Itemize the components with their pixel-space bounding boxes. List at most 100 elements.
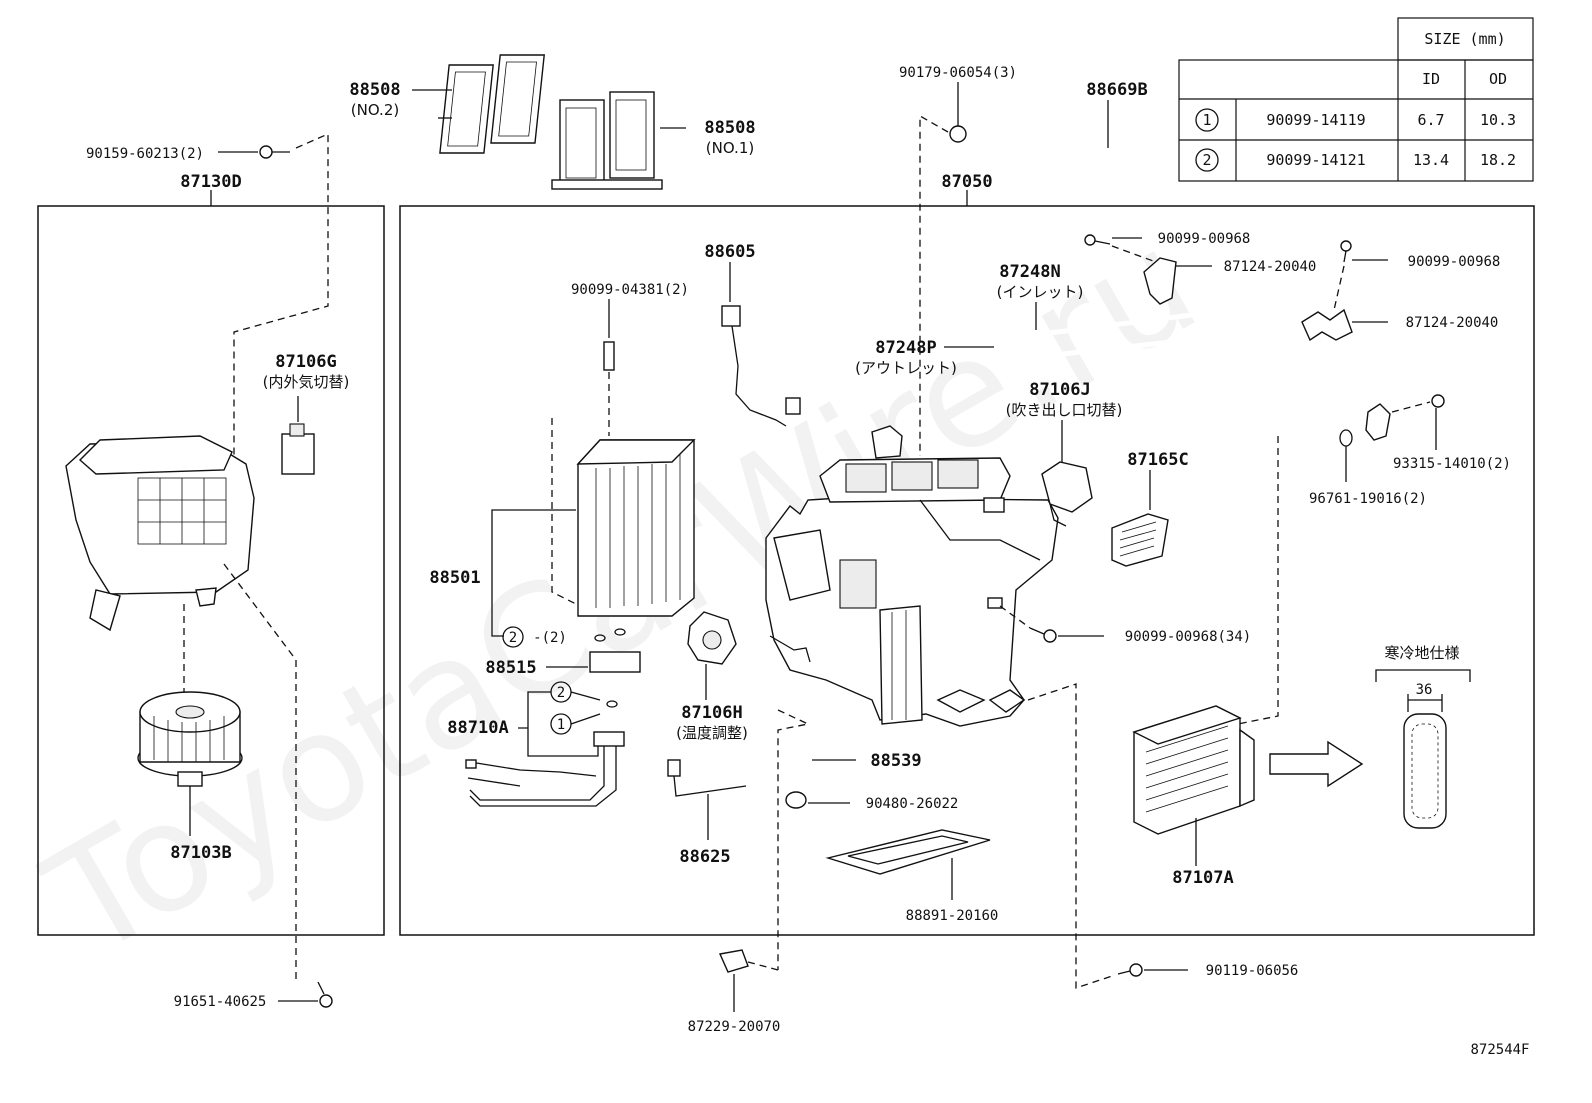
leader: [491, 578, 504, 637]
label-88669b[interactable]: 88669B: [1086, 80, 1147, 100]
dashed-link: [1027, 683, 1113, 989]
oring-icon: [614, 628, 626, 636]
bolt-90099-00968: [1340, 240, 1352, 263]
bolt-90099-04381: [603, 341, 615, 371]
group-label-87050[interactable]: 87050: [941, 172, 992, 192]
cold-spec-bracket: [1375, 669, 1471, 682]
size-table-col-od: OD: [1489, 70, 1507, 88]
blower-housing: [65, 435, 255, 632]
label-93315[interactable]: 93315-14010(2): [1393, 456, 1511, 472]
cold-spec-label: 寒冷地仕様: [1384, 644, 1459, 662]
label-91651[interactable]: 91651-40625: [174, 994, 267, 1010]
oring-icon: [594, 634, 606, 642]
size-table-part[interactable]: 90099-14119: [1266, 111, 1365, 129]
label-90159[interactable]: 90159-60213(2): [86, 146, 204, 162]
size-table-od: 18.2: [1480, 151, 1516, 169]
clip-87229: [718, 949, 749, 973]
label-88508-no2[interactable]: 88508: [349, 80, 400, 100]
dashed-link: [747, 961, 779, 971]
size-table-col-id: ID: [1422, 70, 1440, 88]
dashed-link: [999, 605, 1031, 629]
callout-1: 1: [557, 717, 565, 733]
leader: [570, 691, 601, 701]
arrow-right-icon: [1269, 740, 1364, 788]
label-87165c[interactable]: 87165C: [1127, 450, 1188, 470]
evaporator-88501: [576, 439, 696, 617]
clip-93315: [1365, 394, 1445, 441]
label-87107a[interactable]: 87107A: [1172, 868, 1233, 888]
leader: [570, 713, 601, 725]
label-88501[interactable]: 88501: [429, 568, 480, 588]
heater-unit-87050: [765, 425, 1059, 727]
leader: [518, 691, 599, 757]
blower-motor-87103b: [137, 691, 243, 787]
label-87103b[interactable]: 87103B: [170, 843, 231, 863]
tube-88710a: [465, 731, 625, 807]
label-87124-20040-a[interactable]: 87124-20040: [1224, 259, 1317, 275]
size-table-marker: 2: [1202, 151, 1211, 169]
label-88539[interactable]: 88539: [870, 751, 921, 771]
label-88508-no1[interactable]: 88508: [704, 118, 755, 138]
filter-88508-no2: [439, 54, 545, 154]
label-90480[interactable]: 90480-26022: [866, 796, 959, 812]
label-87106g[interactable]: 87106G: [275, 352, 336, 372]
label-87106h-sub: (温度調整): [676, 724, 748, 742]
dashed-link: [1111, 245, 1157, 263]
label-87124-20040-b[interactable]: 87124-20040: [1406, 315, 1499, 331]
label-90099-04381[interactable]: 90099-04381(2): [571, 282, 689, 298]
valve-88515: [589, 651, 641, 673]
label-87248n-sub: (インレット): [997, 283, 1084, 301]
label-88710a[interactable]: 88710A: [447, 718, 508, 738]
label-88625[interactable]: 88625: [679, 847, 730, 867]
dashed-link: [1333, 265, 1345, 311]
label-90099-00968-34[interactable]: 90099-00968(34): [1125, 629, 1251, 645]
callout-2: 2: [557, 685, 565, 701]
callout-circle: [502, 626, 524, 648]
label-87229[interactable]: 87229-20070: [688, 1019, 781, 1035]
label-87248p-sub: (アウトレット): [855, 359, 957, 377]
label-90179[interactable]: 90179-06054(3): [899, 65, 1017, 81]
size-table-marker: 1: [1202, 111, 1211, 129]
dashed-link: [223, 563, 297, 980]
servo-87106h: [687, 611, 737, 665]
size-table-part[interactable]: 90099-14121: [1266, 151, 1365, 169]
label-88515[interactable]: 88515: [485, 658, 536, 678]
group-label-87130d[interactable]: 87130D: [180, 172, 241, 192]
clamp-87124-20040: [1143, 257, 1177, 305]
screw-90159: [259, 145, 290, 159]
thermistor-88625: [667, 759, 747, 797]
label-88508-no2-sub: (NO.2): [351, 101, 399, 119]
heater-core-cold-spec: [1403, 713, 1447, 829]
label-88508-no1-sub: (NO.1): [706, 139, 754, 157]
label-88605[interactable]: 88605: [704, 242, 755, 262]
label-90119[interactable]: 90119-06056: [1206, 963, 1299, 979]
label-87248n[interactable]: 87248N: [999, 262, 1060, 282]
dashed-link: [551, 418, 589, 611]
heater-core-87107a: [1132, 705, 1255, 835]
label-87248p[interactable]: 87248P: [875, 338, 936, 358]
size-table-od: 10.3: [1480, 111, 1516, 129]
clamp-87124-20040: [1301, 308, 1353, 342]
label-96761[interactable]: 96761-19016(2): [1309, 491, 1427, 507]
dashed-link: [919, 114, 949, 456]
screw-90119: [1117, 963, 1143, 977]
oring-icon: [606, 700, 618, 708]
dashed-link: [777, 709, 811, 970]
grommet-90480: [785, 791, 807, 809]
dimension-36: 36: [1416, 682, 1433, 698]
label-87106h[interactable]: 87106H: [681, 703, 742, 723]
label-90099-00968-a[interactable]: 90099-00968: [1158, 231, 1251, 247]
label-87106j[interactable]: 87106J: [1029, 380, 1090, 400]
oring-96761: [1339, 429, 1353, 447]
label-90099-00968-b[interactable]: 90099-00968: [1408, 254, 1501, 270]
label-87106j-sub: (吹き出し口切替): [1006, 401, 1123, 419]
dashed-link: [1237, 436, 1279, 725]
bolt-90099-00968-34: [1029, 627, 1057, 643]
dashed-link: [233, 133, 329, 480]
leader: [491, 509, 576, 578]
size-table: SIZE (mm) ID OD 1 90099-14119 6.7 10.3 2…: [1178, 17, 1534, 182]
clip-90179: [949, 125, 967, 143]
label-88891[interactable]: 88891-20160: [906, 908, 999, 924]
